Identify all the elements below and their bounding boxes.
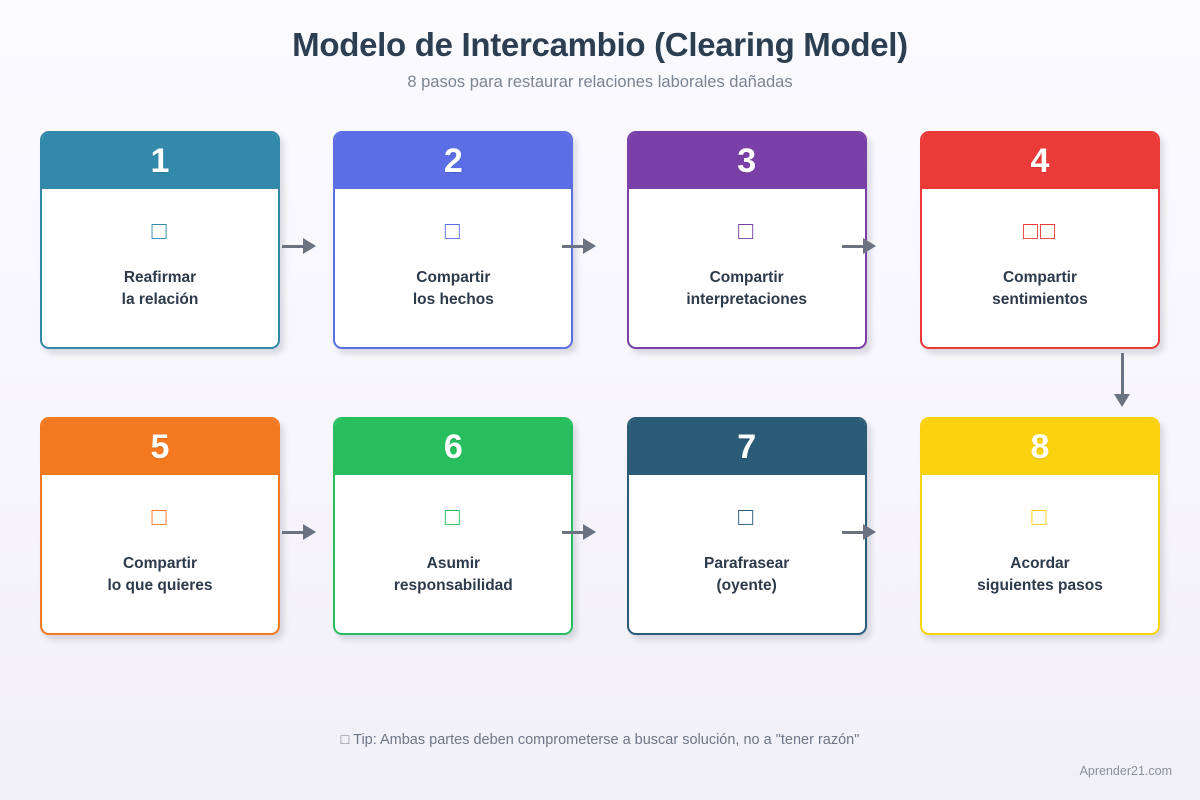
step-card-1[interactable]: 1 □ Reafirmar la relación — [40, 131, 280, 349]
clipboard-facts-icon: □ — [444, 217, 462, 245]
step-label-4: Compartir sentimientos — [992, 269, 1088, 308]
step-body-3: □ Compartir interpretaciones — [629, 189, 865, 347]
step-label-3: Compartir interpretaciones — [686, 269, 807, 308]
page-subtitle: 8 pasos para restaurar relaciones labora… — [407, 72, 793, 91]
step-number-3: 3 — [737, 142, 757, 180]
calendar-steps-icon: □ — [1031, 503, 1049, 531]
step-number-6: 6 — [443, 428, 463, 466]
step-body-7: □ Parafrasear (oyente) — [629, 475, 865, 633]
step-body-2: □ Compartir los hechos — [335, 189, 571, 347]
step-card-2[interactable]: 2 □ Compartir los hechos — [333, 131, 574, 349]
step-card-4[interactable]: 4 □□ Compartir sentimientos — [919, 131, 1160, 349]
arrow-shaft — [1120, 353, 1124, 395]
step-header-8: 8 — [921, 419, 1158, 475]
step-number-8: 8 — [1030, 428, 1050, 466]
step-number-7: 7 — [737, 428, 757, 466]
step-label-6: Asumir responsabilidad — [393, 555, 513, 594]
step-number-2: 2 — [443, 142, 463, 180]
check-shield-icon: □ — [444, 503, 462, 531]
arrow-head — [303, 524, 316, 540]
arrow-head — [1114, 394, 1130, 407]
page-header: Modelo de Intercambio (Clearing Model) 8… — [0, 0, 1200, 92]
thought-bubble-icon: □ — [738, 217, 756, 245]
step-label-2: Compartir los hechos — [412, 269, 494, 308]
step-body-8: □ Acordar siguientes pasos — [922, 475, 1158, 633]
credit-label: Aprender21.com — [1079, 764, 1172, 778]
step-header-5: 5 — [42, 419, 278, 475]
arrow-head — [583, 238, 596, 254]
step-number-5: 5 — [150, 428, 170, 466]
step-body-4: □□ Compartir sentimientos — [922, 189, 1158, 347]
arrow-step1-to-step2-icon — [282, 238, 322, 254]
heart-icon: □□ — [1022, 217, 1058, 245]
step-body-1: □ Reafirmar la relación — [42, 189, 278, 347]
step-header-3: 3 — [628, 133, 865, 189]
step-card-6[interactable]: 6 □ Asumir responsabilidad — [333, 417, 574, 635]
step-number-4: 4 — [1030, 142, 1050, 180]
steps-row-top: 1 □ Reafirmar la relación 2 □ Compartir … — [40, 131, 1160, 407]
tip-text: □ Tip: Ambas partes deben comprometerse … — [340, 732, 860, 748]
step-number-1: 1 — [150, 142, 170, 180]
step-body-5: □ Compartir lo que quieres — [42, 475, 278, 633]
step-header-7: 7 — [628, 419, 865, 475]
arrow-shaft — [282, 530, 304, 534]
page-title: Modelo de Intercambio (Clearing Model) — [292, 26, 908, 63]
step-body-6: □ Asumir responsabilidad — [335, 475, 571, 633]
arrow-shaft — [282, 244, 304, 248]
arrow-head — [583, 524, 596, 540]
handshake-icon: □ — [151, 217, 169, 245]
step-header-4: 4 — [921, 133, 1158, 189]
arrow-step5-to-step6-icon — [282, 524, 322, 540]
step-label-1: Reafirmar la relación — [121, 269, 199, 308]
step-card-7[interactable]: 7 □ Parafrasear (oyente) — [626, 417, 867, 635]
step-label-8: Acordar siguientes pasos — [977, 555, 1103, 594]
ear-listen-icon: □ — [738, 503, 756, 531]
step-label-7: Parafrasear (oyente) — [703, 555, 790, 594]
arrow-head — [303, 238, 316, 254]
step-header-1: 1 — [42, 133, 278, 189]
steps-row-bottom: 5 □ Compartir lo que quieres 6 □ Asumir … — [40, 417, 1160, 635]
step-header-6: 6 — [335, 419, 572, 475]
step-card-8[interactable]: 8 □ Acordar siguientes pasos — [919, 417, 1160, 635]
step-card-3[interactable]: 3 □ Compartir interpretaciones — [626, 131, 867, 349]
tip-bar: □ Tip: Ambas partes deben comprometerse … — [0, 731, 1200, 749]
step-header-2: 2 — [335, 133, 572, 189]
target-icon: □ — [151, 503, 169, 531]
step-card-5[interactable]: 5 □ Compartir lo que quieres — [40, 417, 280, 635]
arrow-step4-to-step5-icon — [1114, 353, 1130, 415]
steps-grid: 1 □ Reafirmar la relación 2 □ Compartir … — [40, 131, 1160, 635]
step-label-5: Compartir lo que quieres — [107, 555, 213, 594]
